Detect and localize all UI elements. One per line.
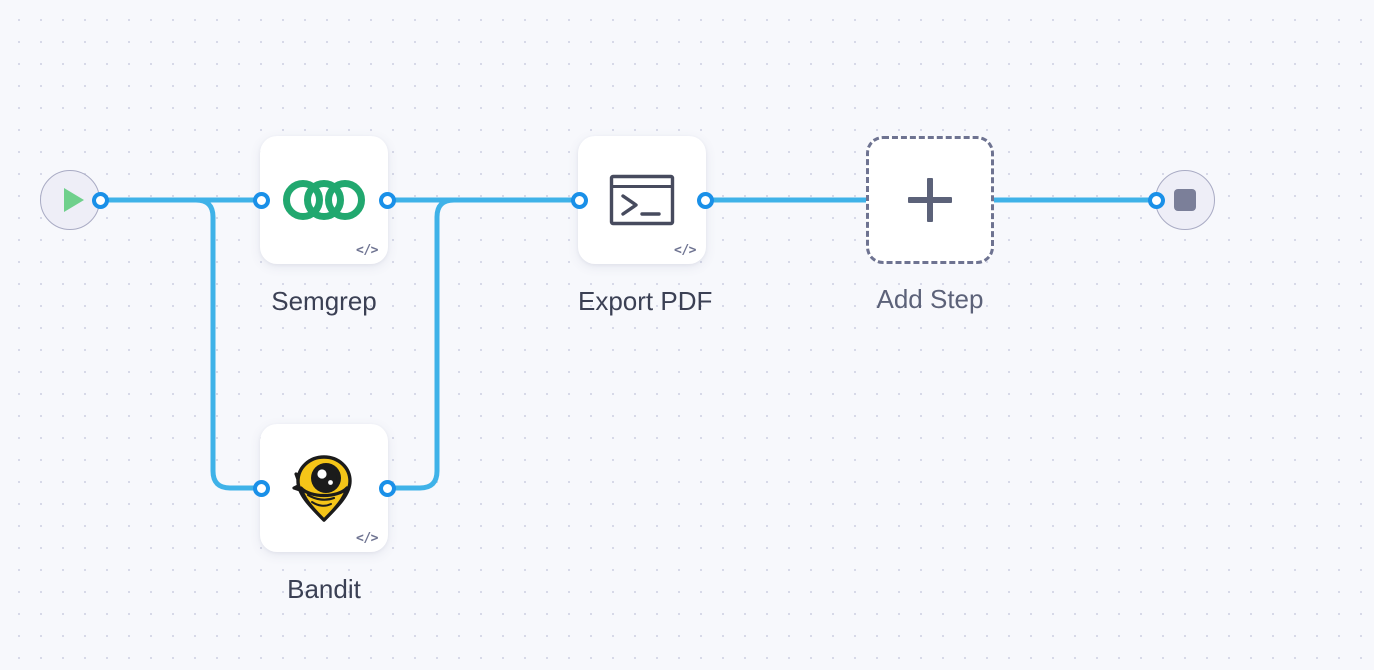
code-badge-icon: </> <box>674 243 696 258</box>
stop-icon <box>1174 189 1196 211</box>
add-step-label: Add Step <box>876 284 984 314</box>
semgrep-output-port[interactable] <box>379 192 396 209</box>
start-node[interactable] <box>40 170 100 230</box>
semgrep-input-port[interactable] <box>253 192 270 209</box>
edge-bandit-to-exportpdf <box>384 197 583 491</box>
export-pdf-input-port[interactable] <box>571 192 588 209</box>
plus-icon <box>908 178 952 222</box>
terminal-icon <box>609 174 675 226</box>
bandit-input-port[interactable] <box>253 480 270 497</box>
edge-start-to-bandit <box>97 197 264 491</box>
add-step-button[interactable] <box>866 136 994 264</box>
terminal-icon-wrap <box>578 136 706 264</box>
node-semgrep[interactable]: </> <box>260 136 388 264</box>
node-label-export-pdf: Export PDF <box>578 286 713 316</box>
node-export-pdf[interactable]: </> <box>578 136 706 264</box>
bandit-logo-icon <box>292 455 352 522</box>
code-badge-icon: </> <box>356 243 378 258</box>
semgrep-icon-wrap <box>260 136 388 264</box>
bandit-output-port[interactable] <box>379 480 396 497</box>
bandit-icon-wrap <box>260 424 388 552</box>
start-node-output-port[interactable] <box>92 192 109 209</box>
end-node[interactable] <box>1155 170 1215 230</box>
node-bandit[interactable]: </> <box>260 424 388 552</box>
node-label-bandit: Bandit <box>287 574 361 604</box>
export-pdf-output-port[interactable] <box>697 192 714 209</box>
node-label-semgrep: Semgrep <box>271 286 377 316</box>
code-badge-icon: </> <box>356 531 378 546</box>
play-icon <box>63 188 84 212</box>
semgrep-logo-icon <box>283 180 365 220</box>
end-node-input-port[interactable] <box>1148 192 1165 209</box>
